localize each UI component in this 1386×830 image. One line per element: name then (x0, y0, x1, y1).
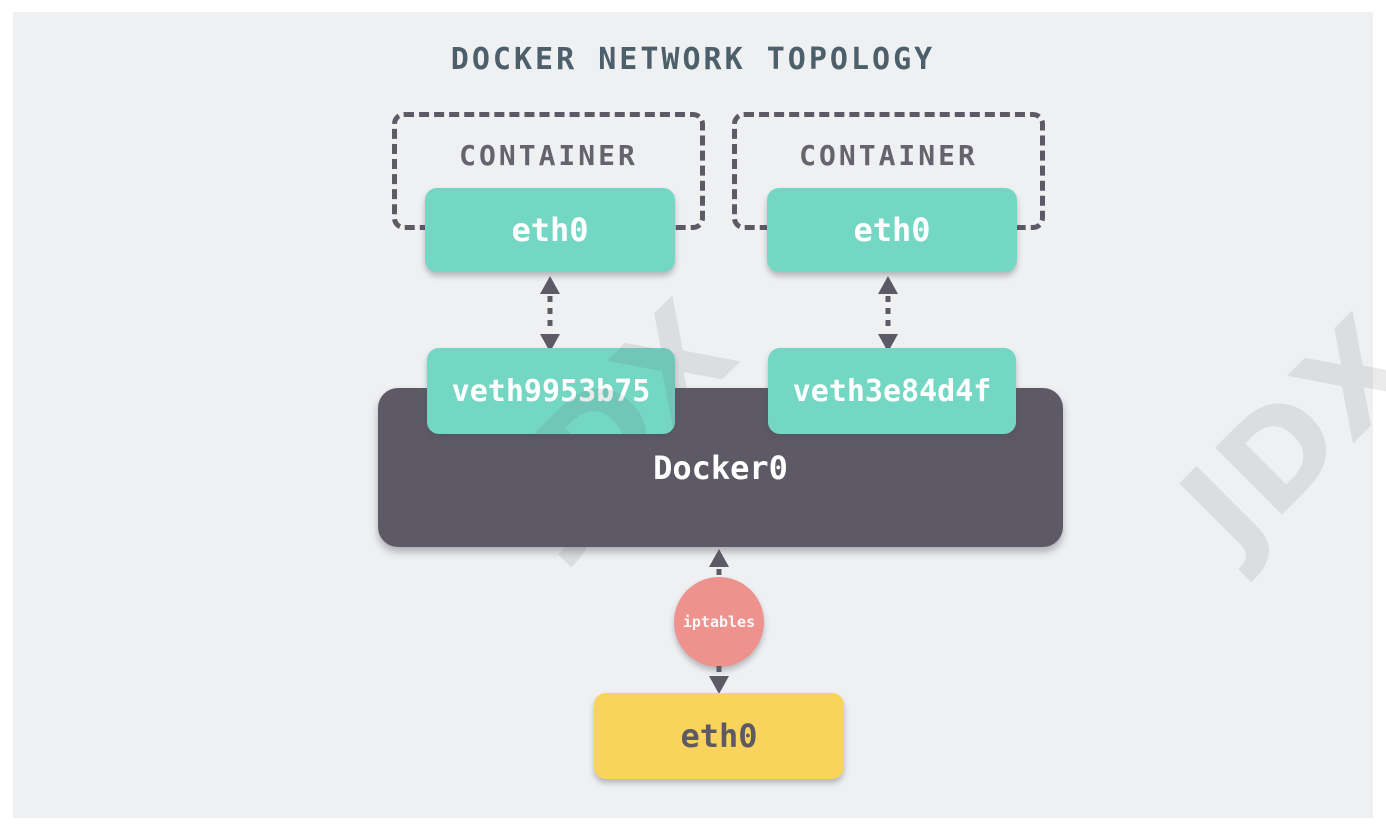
arrow-iptables-to-host (709, 666, 729, 694)
double-arrow-container1-veth (540, 276, 560, 352)
veth-node-2: veth3e84d4f (768, 348, 1016, 434)
container-2-eth0-label: eth0 (853, 211, 931, 249)
veth-label-1: veth9953b75 (451, 373, 651, 409)
veth-label-2: veth3e84d4f (792, 373, 992, 409)
container-2-eth0-node: eth0 (767, 188, 1017, 272)
container-1-eth0-label: eth0 (511, 211, 589, 249)
docker0-label: Docker0 (653, 448, 788, 487)
host-eth0-label: eth0 (680, 717, 758, 755)
container-label-1: CONTAINER (459, 139, 638, 172)
diagram-title: DOCKER NETWORK TOPOLOGY (450, 42, 936, 77)
host-eth0-node: eth0 (594, 693, 844, 779)
veth-node-1: veth9953b75 (427, 348, 675, 434)
arrow-bridge-to-iptables (709, 549, 729, 578)
iptables-label: iptables (682, 613, 756, 631)
iptables-node: iptables (674, 577, 764, 667)
container-1-eth0-node: eth0 (425, 188, 675, 272)
container-label-2: CONTAINER (799, 139, 978, 172)
double-arrow-container2-veth (878, 276, 898, 352)
